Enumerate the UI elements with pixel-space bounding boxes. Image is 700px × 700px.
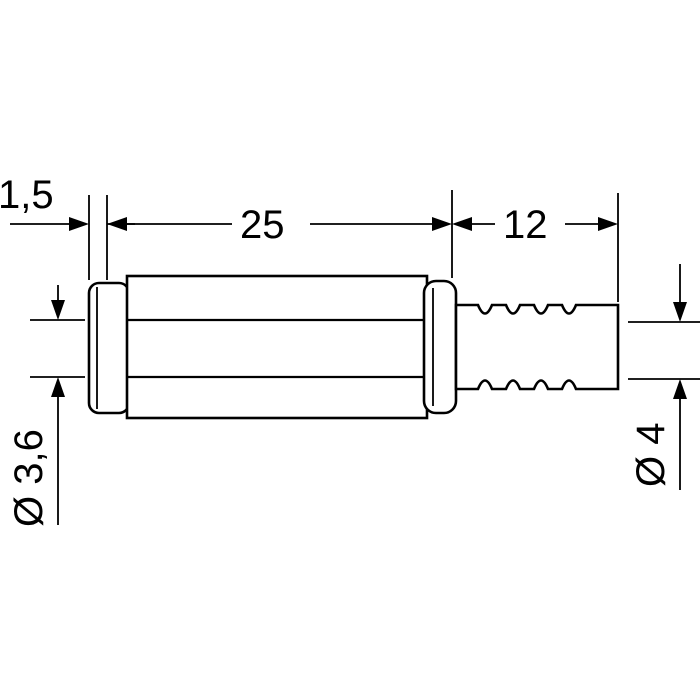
rear-ring — [422, 279, 458, 415]
dimension-label-cable-diameter: Ø 4 — [629, 423, 673, 487]
dimension-label-bore-diameter: Ø 3,6 — [7, 429, 51, 527]
main-body — [125, 274, 429, 420]
extension-lines — [30, 190, 700, 380]
dimension-bore-diameter: Ø 3,6 — [7, 285, 65, 527]
dimension-tail-length: 12 — [452, 203, 618, 247]
arrowhead — [673, 302, 687, 322]
arrowhead — [51, 300, 65, 320]
dimension-label-tail-length: 12 — [503, 203, 548, 247]
dimension-label-body-length: 25 — [240, 203, 285, 247]
strain-relief-tail — [454, 303, 620, 391]
arrowhead — [432, 217, 452, 231]
dimension-cable-diameter: Ø 4 — [629, 264, 687, 490]
dimension-flange-width: 1,5 — [0, 173, 135, 231]
plug-part — [87, 274, 620, 420]
dimension-body-length: 25 — [112, 203, 452, 247]
front-flange — [87, 281, 131, 415]
arrowhead — [69, 217, 89, 231]
dimension-label-flange-width: 1,5 — [0, 173, 54, 217]
arrowhead — [598, 217, 618, 231]
